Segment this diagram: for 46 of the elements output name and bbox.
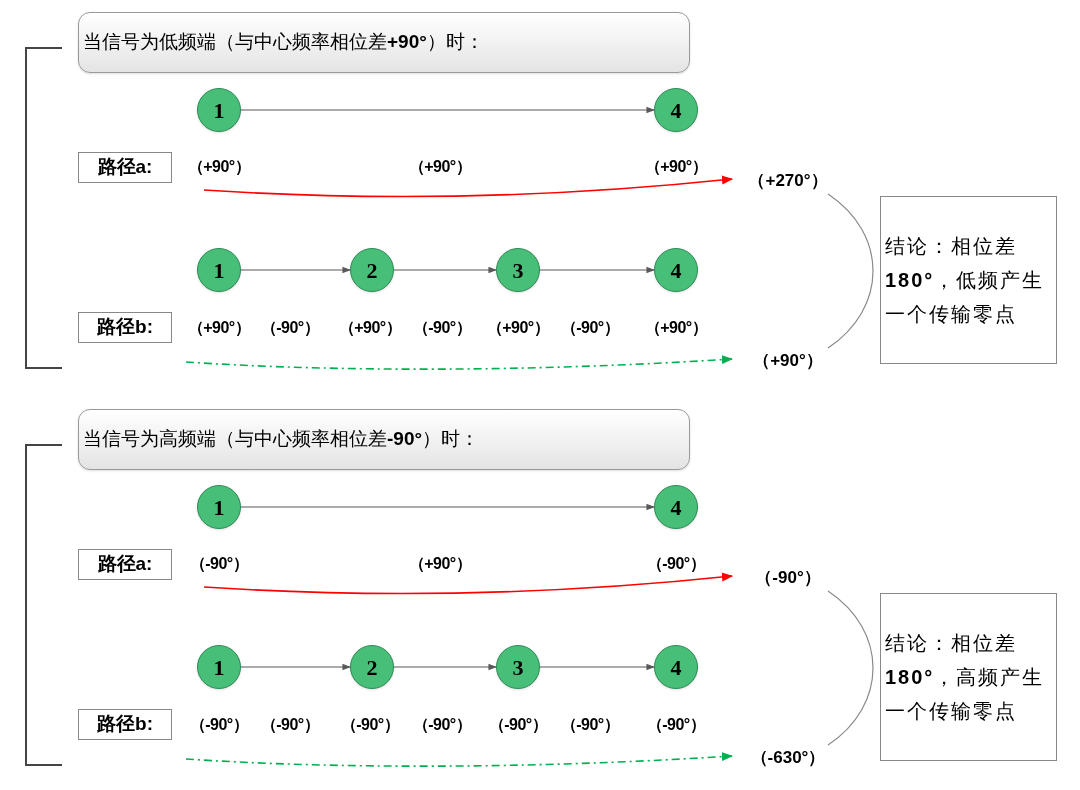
total-phase: （-630°） bbox=[740, 745, 836, 771]
total-phase: （+90°） bbox=[740, 348, 836, 374]
arrow bbox=[240, 106, 655, 114]
phase-label: （-90°） bbox=[189, 554, 249, 574]
path-name-box: 路径b: bbox=[78, 312, 172, 343]
arrow bbox=[203, 572, 734, 595]
phase-label: （-90°） bbox=[260, 318, 320, 338]
phase-label: （-90°） bbox=[260, 715, 320, 735]
conclusion-box: 结论：相位差180°，高频产生一个传输零点 bbox=[880, 593, 1057, 761]
phase-label: （-90°） bbox=[340, 715, 400, 735]
phase-label: （-90°） bbox=[646, 554, 706, 574]
phase-label: （+90°） bbox=[187, 318, 251, 338]
arrow bbox=[393, 663, 497, 671]
phase-label: （+90°） bbox=[644, 318, 708, 338]
heading-box: 当信号为高频端（与中心频率相位差-90°）时： bbox=[78, 409, 690, 470]
heading-box: 当信号为低频端（与中心频率相位差+90°）时： bbox=[78, 12, 690, 73]
phase-label: （+90°） bbox=[408, 157, 472, 177]
phase-label: （-90°） bbox=[488, 715, 548, 735]
arrow bbox=[185, 752, 734, 767]
path-name-box: 路径a: bbox=[78, 152, 172, 183]
phase-label: （-90°） bbox=[560, 318, 620, 338]
phase-label: （-90°） bbox=[560, 715, 620, 735]
phase-label: （+90°） bbox=[644, 157, 708, 177]
arrow bbox=[203, 175, 734, 198]
path-name-box: 路径b: bbox=[78, 709, 172, 740]
phase-label: （-90°） bbox=[412, 318, 472, 338]
arrow bbox=[539, 663, 655, 671]
arrow bbox=[393, 266, 497, 274]
phase-label: （+90°） bbox=[338, 318, 402, 338]
arc-connector bbox=[827, 590, 874, 746]
arrow bbox=[240, 503, 655, 511]
phase-label: （-90°） bbox=[189, 715, 249, 735]
phase-label: （+90°） bbox=[187, 157, 251, 177]
arrow bbox=[240, 663, 351, 671]
phase-label: （+90°） bbox=[408, 554, 472, 574]
total-phase: （-90°） bbox=[740, 565, 836, 591]
phase-label: （-90°） bbox=[646, 715, 706, 735]
phase-label: （+90°） bbox=[486, 318, 550, 338]
arrow bbox=[240, 266, 351, 274]
conclusion-box: 结论：相位差180°，低频产生一个传输零点 bbox=[880, 196, 1057, 364]
arrow bbox=[539, 266, 655, 274]
arrow bbox=[185, 355, 734, 370]
arc-connector bbox=[827, 193, 874, 349]
path-name-box: 路径a: bbox=[78, 549, 172, 580]
phase-label: （-90°） bbox=[412, 715, 472, 735]
total-phase: （+270°） bbox=[740, 168, 836, 194]
